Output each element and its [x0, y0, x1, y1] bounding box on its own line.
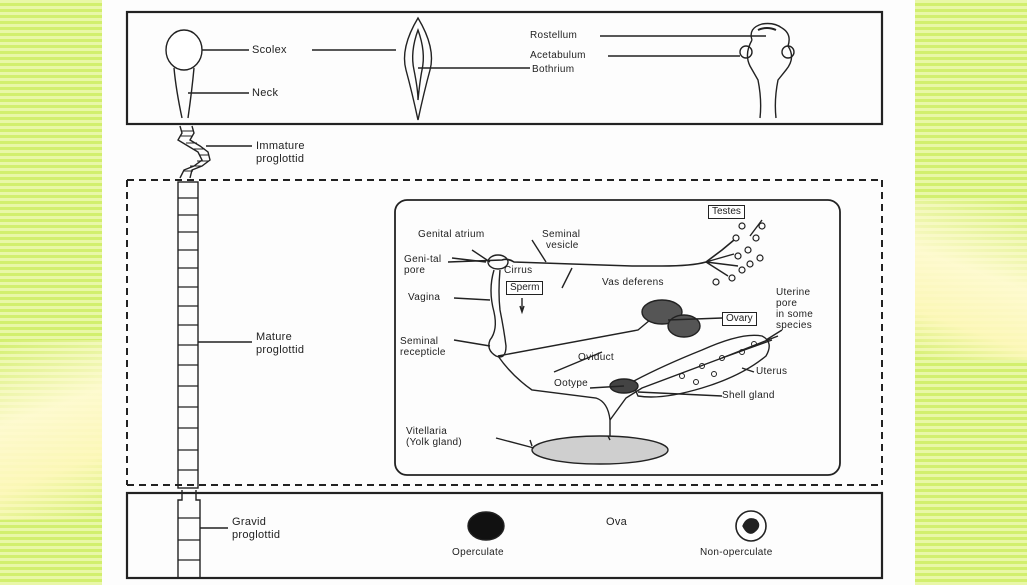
label-vitellaria-line2: (Yolk gland) — [406, 437, 462, 449]
label-shell-gland: Shell gland — [722, 390, 775, 402]
label-testes: Testes — [708, 205, 745, 219]
label-mature-line2: proglottid — [256, 344, 304, 356]
mature-chain — [178, 182, 198, 488]
label-immature-line2: proglottid — [256, 153, 304, 165]
label-cirrus: Cirrus — [504, 265, 532, 277]
right-decorative-swoosh — [915, 200, 1027, 360]
label-immature-line1: Immature — [256, 140, 305, 152]
scolex-head — [166, 30, 202, 70]
label-gravid-line2: proglottid — [232, 529, 280, 541]
label-ovary: Ovary — [722, 312, 757, 326]
label-uterine-pore-line4: species — [776, 320, 812, 332]
label-gravid-line1: Gravid — [232, 516, 266, 528]
label-non-operculate: Non-operculate — [700, 547, 773, 559]
label-mature-line1: Mature — [256, 331, 292, 343]
label-seminal-vesicle-line2: vesicle — [546, 240, 579, 252]
label-scolex: Scolex — [252, 44, 287, 56]
label-oviduct: Oviduct — [578, 352, 614, 364]
label-rostellum: Rostellum — [530, 30, 577, 42]
label-sperm: Sperm — [506, 281, 543, 295]
left-decorative-swoosh — [0, 340, 102, 520]
vitellaria-shape — [532, 436, 668, 464]
label-ootype: Ootype — [554, 378, 588, 390]
tapeworm-diagram: Scolex Neck Rostellum Acetabulum Bothriu… — [102, 0, 915, 585]
label-uterus: Uterus — [756, 366, 787, 378]
label-bothrium: Bothrium — [532, 64, 574, 76]
label-vagina: Vagina — [408, 292, 440, 304]
bothrium-shape — [405, 18, 432, 120]
label-acetabulum: Acetabulum — [530, 50, 586, 62]
label-ova: Ova — [606, 516, 627, 528]
label-seminal-receptacle-line2: recepticle — [400, 347, 446, 359]
label-vas-deferens: Vas deferens — [602, 277, 664, 289]
label-operculate: Operculate — [452, 547, 504, 559]
label-genital-atrium: Genital atrium — [418, 229, 484, 241]
label-neck: Neck — [252, 87, 278, 99]
label-genital-pore-line2: pore — [404, 265, 425, 277]
